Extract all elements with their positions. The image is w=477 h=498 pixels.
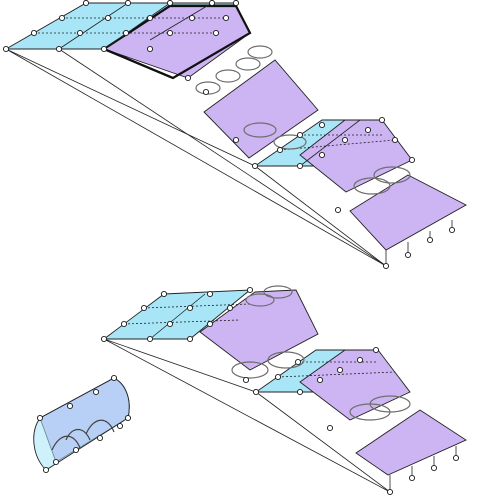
graph-node	[378, 116, 386, 124]
graph-node	[391, 136, 399, 144]
graph-node	[222, 14, 230, 22]
upper-stack	[2, 0, 467, 270]
lower-coils	[231, 285, 411, 421]
graph-node	[122, 29, 130, 37]
lower-guide-lines	[103, 338, 391, 493]
graph-node	[296, 131, 304, 139]
graph-node	[76, 29, 84, 37]
graph-node	[96, 434, 104, 442]
graph-node	[184, 74, 192, 82]
graph-node	[430, 464, 438, 472]
lower-nodes	[100, 286, 460, 496]
upper-slab-1	[203, 59, 319, 159]
graph-node	[124, 0, 132, 7]
graph-node	[110, 374, 118, 382]
cylinder-coils	[51, 419, 115, 451]
graph-node	[341, 136, 349, 144]
graph-node	[318, 121, 326, 129]
graph-node	[120, 320, 128, 328]
lower-mid-sheet-lavender	[299, 349, 411, 421]
graph-node	[408, 474, 416, 482]
graph-node	[208, 0, 216, 7]
graph-node	[226, 304, 234, 312]
graph-node	[82, 0, 90, 7]
graph-node	[166, 320, 174, 328]
lower-mid-grid	[277, 361, 396, 378]
graph-node	[166, 29, 174, 37]
graph-node	[186, 304, 194, 312]
graph-node	[212, 29, 220, 37]
graph-node	[296, 162, 304, 170]
graph-node	[206, 320, 214, 328]
lower-top-grid	[123, 293, 251, 340]
graph-node	[326, 424, 334, 432]
upper-top-grid	[34, 2, 226, 50]
cylinder-cyan	[33, 377, 130, 471]
graph-node	[202, 88, 210, 96]
upper-slab-2	[349, 174, 467, 251]
graph-node	[334, 206, 342, 214]
graph-node	[276, 146, 284, 154]
graph-node	[364, 126, 372, 134]
graph-node	[242, 376, 250, 384]
graph-node	[274, 373, 282, 381]
graph-node	[2, 45, 10, 53]
graph-node	[316, 376, 324, 384]
graph-node	[408, 156, 416, 164]
graph-node	[186, 335, 194, 343]
graph-node	[166, 0, 174, 7]
lower-slab	[355, 409, 467, 476]
graph-node	[252, 388, 260, 396]
upper-guide-lines	[5, 48, 387, 267]
graph-node	[146, 45, 154, 53]
graph-node	[55, 45, 63, 53]
upper-mid-grid	[279, 119, 396, 167]
graph-node	[404, 251, 412, 259]
graph-node	[386, 488, 394, 496]
graph-node	[356, 356, 364, 364]
graph-node	[452, 454, 460, 462]
graph-node	[140, 304, 148, 312]
graph-node	[296, 388, 304, 396]
graph-node	[146, 14, 154, 22]
graph-node	[232, 0, 240, 7]
upper-coils	[195, 45, 411, 195]
graph-node	[206, 290, 214, 298]
graph-node	[294, 358, 302, 366]
graph-node	[100, 335, 108, 343]
graph-node	[52, 458, 60, 466]
graph-node	[382, 262, 390, 270]
graph-node	[72, 446, 80, 454]
graph-node	[160, 290, 168, 298]
graph-node	[246, 286, 254, 294]
graph-node	[448, 226, 456, 234]
upper-bold-frame-edge	[103, 47, 174, 80]
graph-node	[336, 366, 344, 374]
graph-node	[116, 422, 124, 430]
graph-node	[66, 402, 74, 410]
graph-node	[232, 136, 240, 144]
graph-node	[372, 346, 380, 354]
graph-node	[58, 14, 66, 22]
graph-node	[30, 29, 38, 37]
graph-node	[92, 388, 100, 396]
lower-stack	[100, 285, 467, 496]
graph-node	[104, 14, 112, 22]
cylinder-nodes	[36, 374, 132, 474]
upper-nodes	[2, 0, 456, 270]
graph-node	[318, 151, 326, 159]
cylinder-inset	[33, 374, 132, 474]
graph-node	[426, 236, 434, 244]
graph-node	[251, 162, 259, 170]
graph-node	[188, 14, 196, 22]
graph-node	[42, 466, 50, 474]
graph-node	[100, 45, 108, 53]
graph-node	[36, 414, 44, 422]
graph-node	[146, 335, 154, 343]
graph-node	[124, 414, 132, 422]
